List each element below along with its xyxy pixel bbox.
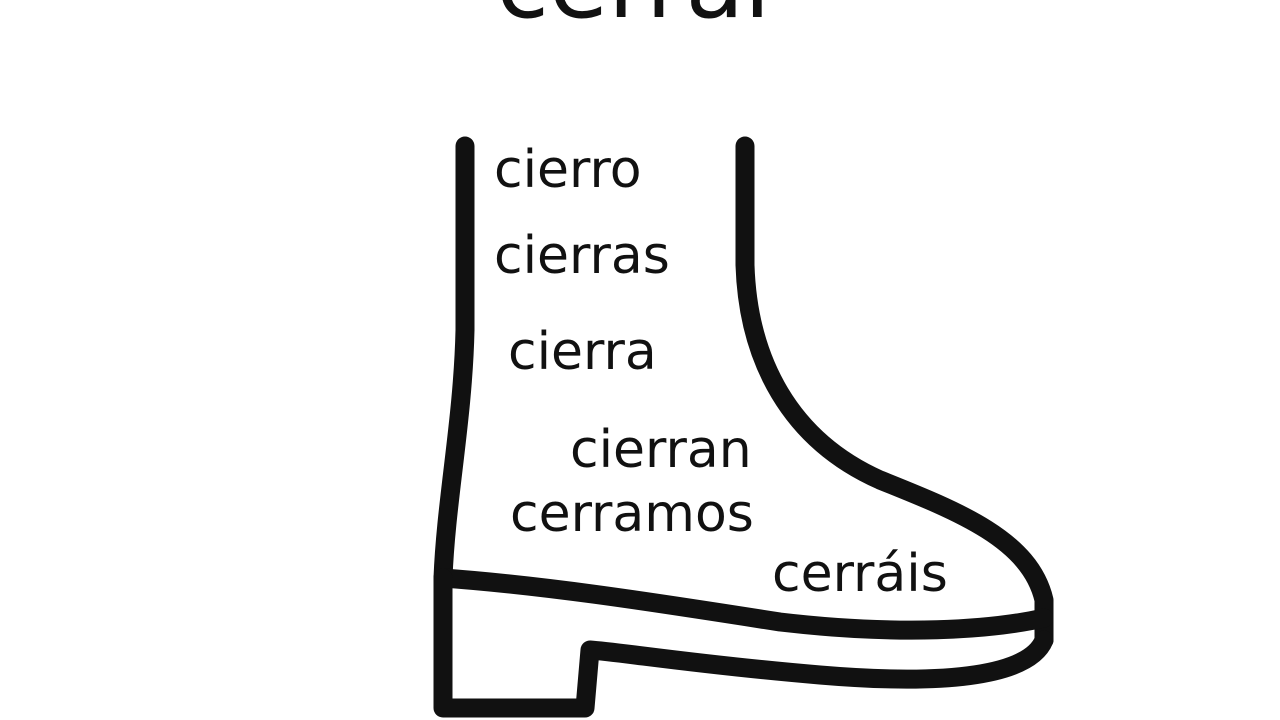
boot-shaft-left (433, 136, 475, 588)
conjugation-vosotros: cerráis (772, 544, 948, 604)
verb-title: cerrar (0, 0, 1280, 32)
conjugation-nosotros: cerramos (510, 484, 754, 544)
boot-sole-heel (433, 568, 1054, 718)
boot-sole-top (433, 568, 1054, 640)
conjugation-yo: cierro (494, 140, 642, 200)
conjugation-el: cierra (508, 322, 657, 382)
boot-shaft-right (735, 136, 1054, 650)
conjugation-tu: cierras (494, 226, 670, 286)
conjugation-ellos: cierran (570, 420, 752, 480)
